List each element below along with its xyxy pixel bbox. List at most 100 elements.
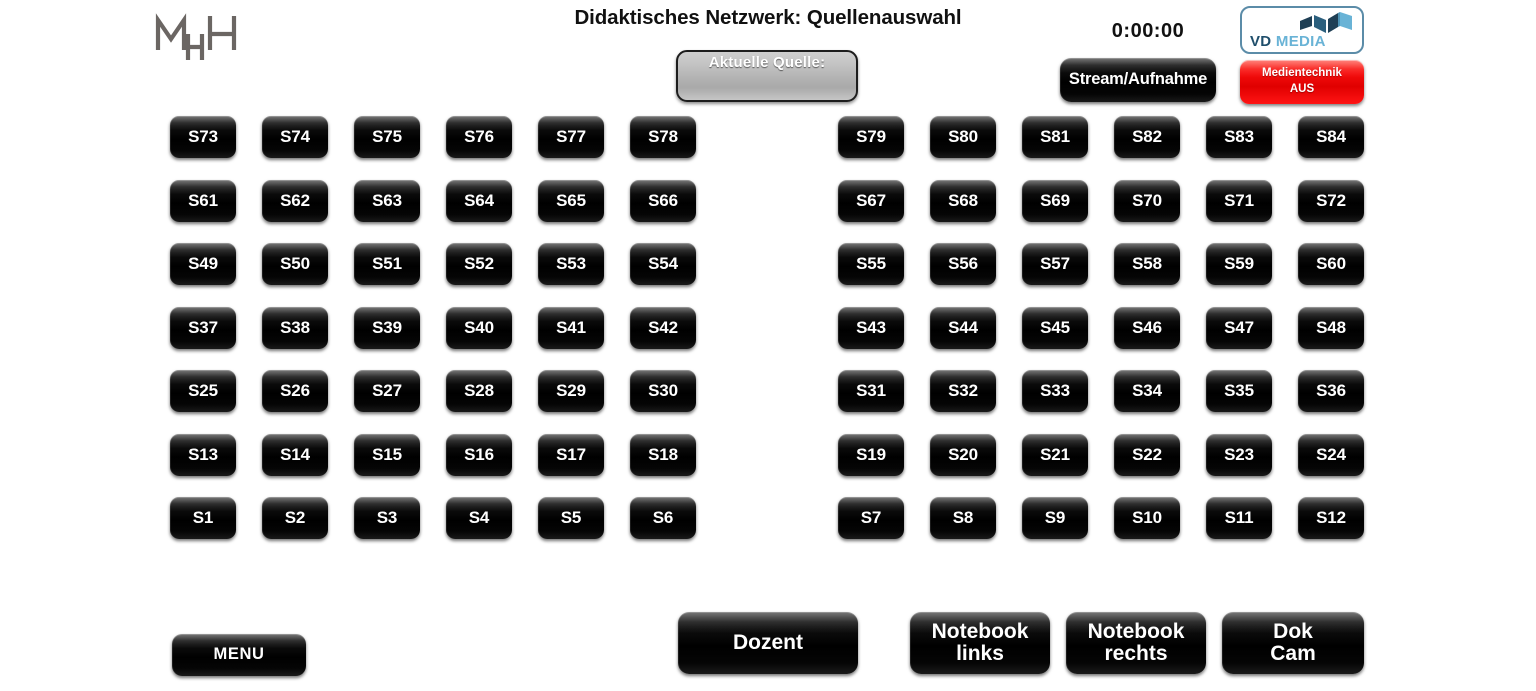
seat-button-s56[interactable]: S56 xyxy=(930,243,996,285)
source-button-dok-cam[interactable]: Dok Cam xyxy=(1222,612,1364,674)
source-button-notebook-links[interactable]: Notebook links xyxy=(910,612,1050,674)
seat-button-s57[interactable]: S57 xyxy=(1022,243,1088,285)
seat-button-s81[interactable]: S81 xyxy=(1022,116,1088,158)
seat-button-s55[interactable]: S55 xyxy=(838,243,904,285)
seat-button-s2[interactable]: S2 xyxy=(262,497,328,539)
seat-button-s10[interactable]: S10 xyxy=(1114,497,1180,539)
vd-media-text-vd: VD xyxy=(1250,33,1272,50)
seat-button-s82[interactable]: S82 xyxy=(1114,116,1180,158)
seat-button-s58[interactable]: S58 xyxy=(1114,243,1180,285)
seat-button-s59[interactable]: S59 xyxy=(1206,243,1272,285)
seat-button-s53[interactable]: S53 xyxy=(538,243,604,285)
seat-button-s47[interactable]: S47 xyxy=(1206,306,1272,349)
seat-button-s64[interactable]: S64 xyxy=(446,179,512,222)
seat-button-s28[interactable]: S28 xyxy=(446,370,512,412)
seat-button-s66[interactable]: S66 xyxy=(630,179,696,222)
seat-button-s51[interactable]: S51 xyxy=(354,243,420,285)
seat-button-s29[interactable]: S29 xyxy=(538,370,604,412)
menu-button[interactable]: MENU xyxy=(172,634,306,676)
seat-button-s44[interactable]: S44 xyxy=(930,306,996,349)
seat-button-s13[interactable]: S13 xyxy=(170,433,236,476)
seat-button-s54[interactable]: S54 xyxy=(630,243,696,285)
seat-button-s83[interactable]: S83 xyxy=(1206,116,1272,158)
seat-button-s75[interactable]: S75 xyxy=(354,116,420,158)
seat-button-s77[interactable]: S77 xyxy=(538,116,604,158)
seat-button-s7[interactable]: S7 xyxy=(838,497,904,539)
seat-button-s23[interactable]: S23 xyxy=(1206,433,1272,476)
seat-button-s32[interactable]: S32 xyxy=(930,370,996,412)
seat-button-s69[interactable]: S69 xyxy=(1022,179,1088,222)
seat-button-s8[interactable]: S8 xyxy=(930,497,996,539)
seat-button-s4[interactable]: S4 xyxy=(446,497,512,539)
seat-button-s31[interactable]: S31 xyxy=(838,370,904,412)
seat-button-s65[interactable]: S65 xyxy=(538,179,604,222)
seat-button-s49[interactable]: S49 xyxy=(170,243,236,285)
seat-button-s60[interactable]: S60 xyxy=(1298,243,1364,285)
seat-button-s3[interactable]: S3 xyxy=(354,497,420,539)
seat-button-s67[interactable]: S67 xyxy=(838,179,904,222)
seat-button-s19[interactable]: S19 xyxy=(838,433,904,476)
seat-button-s26[interactable]: S26 xyxy=(262,370,328,412)
seat-button-s20[interactable]: S20 xyxy=(930,433,996,476)
seat-button-s37[interactable]: S37 xyxy=(170,306,236,349)
seat-button-s11[interactable]: S11 xyxy=(1206,497,1272,539)
system-power-line1: Medientechnik xyxy=(1262,67,1342,80)
seat-button-s68[interactable]: S68 xyxy=(930,179,996,222)
source-button-dozent[interactable]: Dozent xyxy=(678,612,858,674)
seat-button-s62[interactable]: S62 xyxy=(262,179,328,222)
stream-recording-button[interactable]: Stream/Aufnahme xyxy=(1060,58,1216,102)
seat-button-s35[interactable]: S35 xyxy=(1206,370,1272,412)
seat-button-s33[interactable]: S33 xyxy=(1022,370,1088,412)
seat-button-s71[interactable]: S71 xyxy=(1206,179,1272,222)
seat-button-s14[interactable]: S14 xyxy=(262,433,328,476)
seat-button-s12[interactable]: S12 xyxy=(1298,497,1364,539)
seat-button-s84[interactable]: S84 xyxy=(1298,116,1364,158)
seat-button-s39[interactable]: S39 xyxy=(354,306,420,349)
seat-button-s74[interactable]: S74 xyxy=(262,116,328,158)
seat-button-s17[interactable]: S17 xyxy=(538,433,604,476)
seat-button-s46[interactable]: S46 xyxy=(1114,306,1180,349)
seat-button-s73[interactable]: S73 xyxy=(170,116,236,158)
seat-button-s76[interactable]: S76 xyxy=(446,116,512,158)
seat-button-s5[interactable]: S5 xyxy=(538,497,604,539)
system-power-button[interactable]: Medientechnik AUS xyxy=(1240,60,1364,104)
page-title: Didaktisches Netzwerk: Quellenauswahl xyxy=(574,6,962,29)
seat-button-s27[interactable]: S27 xyxy=(354,370,420,412)
source-button-notebook-rechts[interactable]: Notebook rechts xyxy=(1066,612,1206,674)
seat-button-s72[interactable]: S72 xyxy=(1298,179,1364,222)
seat-button-s52[interactable]: S52 xyxy=(446,243,512,285)
seat-button-s25[interactable]: S25 xyxy=(170,370,236,412)
source-button-notebook-links-line2: links xyxy=(956,642,1004,665)
seat-button-s50[interactable]: S50 xyxy=(262,243,328,285)
seat-button-s9[interactable]: S9 xyxy=(1022,497,1088,539)
seat-button-s30[interactable]: S30 xyxy=(630,370,696,412)
seat-button-s70[interactable]: S70 xyxy=(1114,179,1180,222)
seat-button-s36[interactable]: S36 xyxy=(1298,370,1364,412)
seat-button-s63[interactable]: S63 xyxy=(354,179,420,222)
seat-button-s42[interactable]: S42 xyxy=(630,306,696,349)
seat-button-s38[interactable]: S38 xyxy=(262,306,328,349)
seat-button-s48[interactable]: S48 xyxy=(1298,306,1364,349)
seat-button-s43[interactable]: S43 xyxy=(838,306,904,349)
source-button-dok-cam-line1: Dok xyxy=(1273,619,1313,643)
seat-button-s80[interactable]: S80 xyxy=(930,116,996,158)
seat-button-s16[interactable]: S16 xyxy=(446,433,512,476)
seat-button-s34[interactable]: S34 xyxy=(1114,370,1180,412)
current-source-display[interactable]: Aktuelle Quelle: xyxy=(676,50,858,102)
seat-button-s78[interactable]: S78 xyxy=(630,116,696,158)
mhh-logo xyxy=(150,8,270,64)
seat-button-s61[interactable]: S61 xyxy=(170,179,236,222)
seat-button-s41[interactable]: S41 xyxy=(538,306,604,349)
seat-button-s22[interactable]: S22 xyxy=(1114,433,1180,476)
seat-button-s6[interactable]: S6 xyxy=(630,497,696,539)
recording-timer: 0:00:00 xyxy=(1111,20,1185,42)
seat-button-s79[interactable]: S79 xyxy=(838,116,904,158)
seat-button-s45[interactable]: S45 xyxy=(1022,306,1088,349)
seat-button-s40[interactable]: S40 xyxy=(446,306,512,349)
seat-button-s1[interactable]: S1 xyxy=(170,497,236,539)
seat-button-s24[interactable]: S24 xyxy=(1298,433,1364,476)
seat-button-s18[interactable]: S18 xyxy=(630,433,696,476)
seat-button-s21[interactable]: S21 xyxy=(1022,433,1088,476)
seat-button-s15[interactable]: S15 xyxy=(354,433,420,476)
